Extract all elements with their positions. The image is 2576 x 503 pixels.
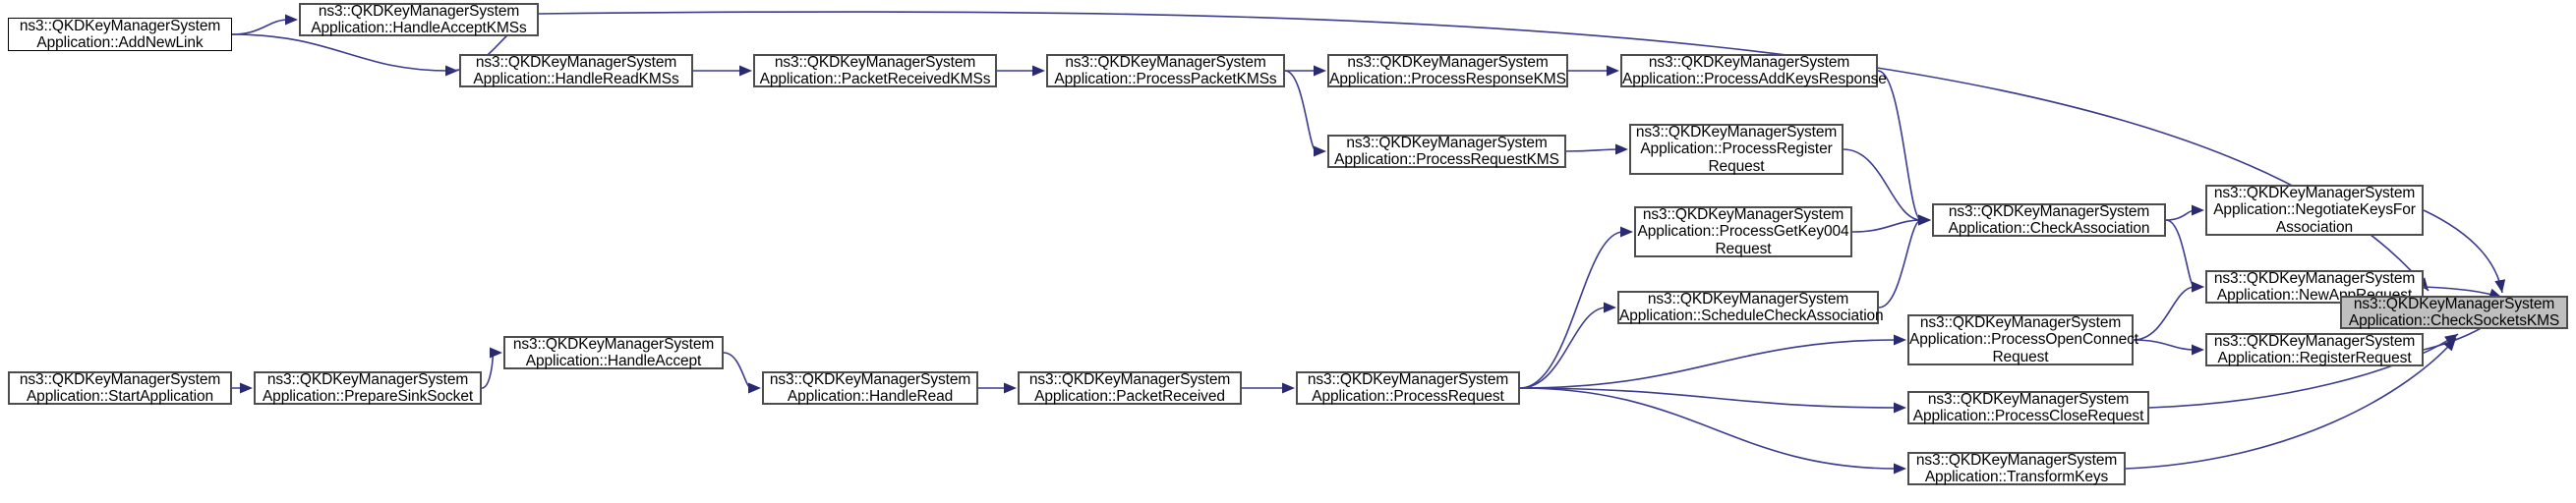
edge-arrowhead xyxy=(1918,214,1931,226)
graph-edge xyxy=(2133,286,2195,341)
edge-arrowhead xyxy=(2192,204,2204,216)
graph-edge xyxy=(1519,387,1898,470)
graph-node-handleaccept[interactable]: ns3::QKDKeyManagerSystem Application::Ha… xyxy=(503,336,724,369)
graph-node-label: ns3::QKDKeyManagerSystem Application::Ha… xyxy=(473,53,679,88)
graph-node-label: ns3::QKDKeyManagerSystem Application::Ha… xyxy=(512,335,715,370)
graph-node-startapplication[interactable]: ns3::QKDKeyManagerSystem Application::St… xyxy=(8,371,232,405)
edge-arrowhead xyxy=(490,347,502,359)
graph-node-handleread[interactable]: ns3::QKDKeyManagerSystem Application::Ha… xyxy=(762,371,978,405)
edge-arrowhead xyxy=(739,65,752,77)
graph-node-label: ns3::QKDKeyManagerSystem Application::Ha… xyxy=(769,370,971,406)
graph-edge xyxy=(1519,387,1898,409)
graph-node-addnewlink[interactable]: ns3::QKDKeyManagerSystem Application::Ad… xyxy=(8,18,232,51)
graph-node-registerrequest[interactable]: ns3::QKDKeyManagerSystem Application::Re… xyxy=(2205,333,2424,366)
edge-arrowhead xyxy=(285,14,298,26)
graph-node-label: ns3::QKDKeyManagerSystem Application::Pr… xyxy=(1334,134,1559,169)
graph-node-label: ns3::QKDKeyManagerSystem Application::Pr… xyxy=(1912,390,2144,425)
graph-node-label: ns3::QKDKeyManagerSystem Application::Pr… xyxy=(1329,53,1566,88)
graph-node-label: ns3::QKDKeyManagerSystem Application::Pr… xyxy=(1307,370,1509,406)
edge-arrowhead xyxy=(2192,344,2204,356)
graph-node-label: ns3::QKDKeyManagerSystem Application::Pr… xyxy=(262,370,474,406)
edge-arrowhead xyxy=(1032,65,1045,77)
graph-edge xyxy=(1565,148,1619,152)
graph-edge xyxy=(231,19,289,35)
edge-arrowhead xyxy=(1282,382,1295,394)
graph-node-label: ns3::QKDKeyManagerSystem Application::Ne… xyxy=(2213,184,2416,236)
edge-arrowhead xyxy=(1894,402,1906,414)
graph-node-handleacceptkmss[interactable]: ns3::QKDKeyManagerSystem Application::Ha… xyxy=(299,3,539,36)
graph-node-handlereadkmss[interactable]: ns3::QKDKeyManagerSystem Application::Ha… xyxy=(459,54,693,87)
edge-arrowhead xyxy=(445,65,458,77)
graph-node-packetreceivedkmss[interactable]: ns3::QKDKeyManagerSystem Application::Pa… xyxy=(753,54,997,87)
graph-node-checksocketskms[interactable]: ns3::QKDKeyManagerSystem Application::Ch… xyxy=(2340,296,2568,329)
graph-node-processresponsekms[interactable]: ns3::QKDKeyManagerSystem Application::Pr… xyxy=(1327,54,1568,87)
graph-node-label: ns3::QKDKeyManagerSystem Application::Ad… xyxy=(19,17,221,52)
graph-edge xyxy=(1851,219,1922,233)
edge-arrowhead xyxy=(1894,334,1906,346)
graph-edge xyxy=(1284,70,1317,152)
graph-edge xyxy=(2133,339,2195,351)
edge-arrowhead xyxy=(1314,145,1326,157)
graph-node-preparesinksocket[interactable]: ns3::QKDKeyManagerSystem Application::Pr… xyxy=(254,371,482,405)
graph-node-processcloserequest[interactable]: ns3::QKDKeyManagerSystem Application::Pr… xyxy=(1907,391,2149,424)
graph-node-transformkeys[interactable]: ns3::QKDKeyManagerSystem Application::Tr… xyxy=(1907,452,2126,485)
graph-node-label: ns3::QKDKeyManagerSystem Application::Pr… xyxy=(1637,205,1849,257)
edge-arrowhead xyxy=(2444,334,2458,346)
graph-edge xyxy=(1519,231,1624,389)
edge-arrowhead xyxy=(748,382,761,394)
edge-arrowhead xyxy=(1894,463,1906,475)
graph-edge xyxy=(1878,219,1922,308)
graph-node-negotiatekeysforassociation[interactable]: ns3::QKDKeyManagerSystem Application::Ne… xyxy=(2205,185,2424,236)
edge-arrowhead xyxy=(1615,143,1628,155)
graph-node-processpacketkmss[interactable]: ns3::QKDKeyManagerSystem Application::Pr… xyxy=(1046,54,1285,87)
edge-arrowhead xyxy=(240,382,253,394)
graph-edge xyxy=(1843,148,1922,221)
edge-arrowhead xyxy=(2192,281,2204,293)
graph-node-processrequestkms[interactable]: ns3::QKDKeyManagerSystem Application::Pr… xyxy=(1327,135,1566,168)
graph-node-label: ns3::QKDKeyManagerSystem Application::Re… xyxy=(2213,332,2416,367)
graph-edge xyxy=(2165,219,2195,288)
graph-node-label: ns3::QKDKeyManagerSystem Application::Tr… xyxy=(1915,451,2118,486)
edge-arrowhead xyxy=(1918,214,1931,226)
graph-edge xyxy=(2423,209,2503,294)
edge-arrowhead xyxy=(2192,281,2204,293)
graph-node-label: ns3::QKDKeyManagerSystem Application::Pr… xyxy=(1635,123,1838,175)
graph-edge xyxy=(2165,209,2195,221)
edge-arrowhead xyxy=(1604,302,1616,313)
edge-arrowhead xyxy=(1607,65,1619,77)
graph-node-processrequest[interactable]: ns3::QKDKeyManagerSystem Application::Pr… xyxy=(1296,371,1520,405)
graph-node-label: ns3::QKDKeyManagerSystem Application::Sc… xyxy=(1619,290,1884,325)
edge-arrowhead xyxy=(1918,214,1931,226)
graph-node-processaddkeysresponse[interactable]: ns3::QKDKeyManagerSystem Application::Pr… xyxy=(1620,53,1887,88)
graph-node-label: ns3::QKDKeyManagerSystem Application::Ch… xyxy=(1948,202,2150,238)
graph-edge xyxy=(723,352,752,389)
graph-node-schedulecheckassociation[interactable]: ns3::QKDKeyManagerSystem Application::Sc… xyxy=(1617,290,1884,325)
graph-edge xyxy=(481,352,495,389)
graph-edge xyxy=(1519,339,1898,389)
graph-node-label: ns3::QKDKeyManagerSystem Application::Pr… xyxy=(1622,53,1887,88)
graph-node-processgetkey004request[interactable]: ns3::QKDKeyManagerSystem Application::Pr… xyxy=(1634,206,1852,257)
graph-node-label: ns3::QKDKeyManagerSystem Application::Pa… xyxy=(1028,370,1231,406)
graph-edge xyxy=(231,33,449,72)
graph-edge xyxy=(1519,307,1608,389)
edge-arrowhead xyxy=(2494,279,2506,293)
edge-arrowhead xyxy=(2443,338,2456,352)
graph-node-label: ns3::QKDKeyManagerSystem Application::Pr… xyxy=(1909,313,2138,365)
graph-node-processregisterrequest[interactable]: ns3::QKDKeyManagerSystem Application::Pr… xyxy=(1629,124,1844,175)
graph-node-label: ns3::QKDKeyManagerSystem Application::Pa… xyxy=(759,53,991,88)
graph-node-checkassociation[interactable]: ns3::QKDKeyManagerSystem Application::Ch… xyxy=(1932,203,2166,237)
edge-arrowhead xyxy=(1918,214,1931,226)
graph-edge xyxy=(1877,70,1922,221)
graph-node-label: ns3::QKDKeyManagerSystem Application::Pr… xyxy=(1054,53,1277,88)
graph-node-processopenconnectrequest[interactable]: ns3::QKDKeyManagerSystem Application::Pr… xyxy=(1907,313,2138,365)
edge-arrowhead xyxy=(1314,65,1326,77)
graph-node-packetreceived[interactable]: ns3::QKDKeyManagerSystem Application::Pa… xyxy=(1018,371,1242,405)
graph-node-label: ns3::QKDKeyManagerSystem Application::St… xyxy=(19,370,221,406)
edge-arrowhead xyxy=(1620,226,1633,238)
edge-arrowhead xyxy=(1004,382,1017,394)
graph-node-label: ns3::QKDKeyManagerSystem Application::Ha… xyxy=(311,2,527,37)
graph-node-label: ns3::QKDKeyManagerSystem Application::Ch… xyxy=(2348,295,2560,330)
